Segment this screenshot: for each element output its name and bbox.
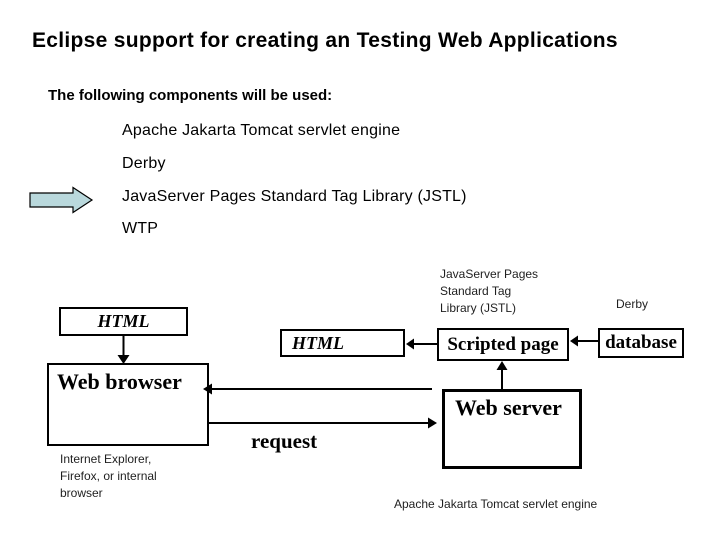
intro-text: The following components will be used: xyxy=(48,87,333,104)
bullet-item-tomcat: Apache Jakarta Tomcat servlet engine xyxy=(122,122,401,139)
arrow-server-to-scripted xyxy=(496,361,508,389)
browser-caption-line3: browser xyxy=(60,486,103,500)
jstl-annotation-line1: JavaServer Pages xyxy=(440,267,539,281)
arrow-response-to-browser xyxy=(203,383,432,395)
bullet-item-jstl: JavaServer Pages Standard Tag Library (J… xyxy=(122,188,467,205)
database-box: database xyxy=(598,328,684,358)
html-box-middle: HTML xyxy=(280,329,405,357)
web-browser-box: Web browser xyxy=(47,363,209,446)
request-label: request xyxy=(251,429,318,453)
database-label: database xyxy=(605,332,677,353)
html-box-top: HTML xyxy=(59,307,188,336)
html-box-top-label: HTML xyxy=(97,311,150,331)
bullet-item-wtp: WTP xyxy=(122,220,159,237)
web-server-label: Web server xyxy=(455,395,562,420)
browser-caption-line1: Internet Explorer, xyxy=(60,452,152,466)
highlight-block-arrow-icon xyxy=(29,186,94,214)
jstl-annotation-line3: Library (JSTL) xyxy=(440,301,517,315)
jstl-annotation: JavaServer Pages Standard Tag Library (J… xyxy=(440,266,538,317)
scripted-page-label: Scripted page xyxy=(447,333,559,355)
arrow-database-to-scripted xyxy=(570,335,598,347)
arrow-request-to-server xyxy=(208,417,437,429)
web-browser-label: Web browser xyxy=(57,369,182,394)
scripted-page-box: Scripted page xyxy=(437,328,569,361)
derby-annotation: Derby xyxy=(616,297,649,311)
arrow-scripted-to-html xyxy=(406,338,437,350)
browser-caption-line2: Firefox, or internal xyxy=(60,469,157,483)
html-box-middle-label: HTML xyxy=(292,332,344,353)
slide-title: Eclipse support for creating an Testing … xyxy=(32,29,618,52)
jstl-annotation-line2: Standard Tag xyxy=(440,284,512,298)
bullet-item-derby: Derby xyxy=(122,155,166,172)
web-server-box: Web server xyxy=(442,389,582,469)
browser-caption: Internet Explorer, Firefox, or internal … xyxy=(60,451,157,502)
arrow-html-to-browser xyxy=(117,336,130,364)
tomcat-caption: Apache Jakarta Tomcat servlet engine xyxy=(394,497,598,511)
